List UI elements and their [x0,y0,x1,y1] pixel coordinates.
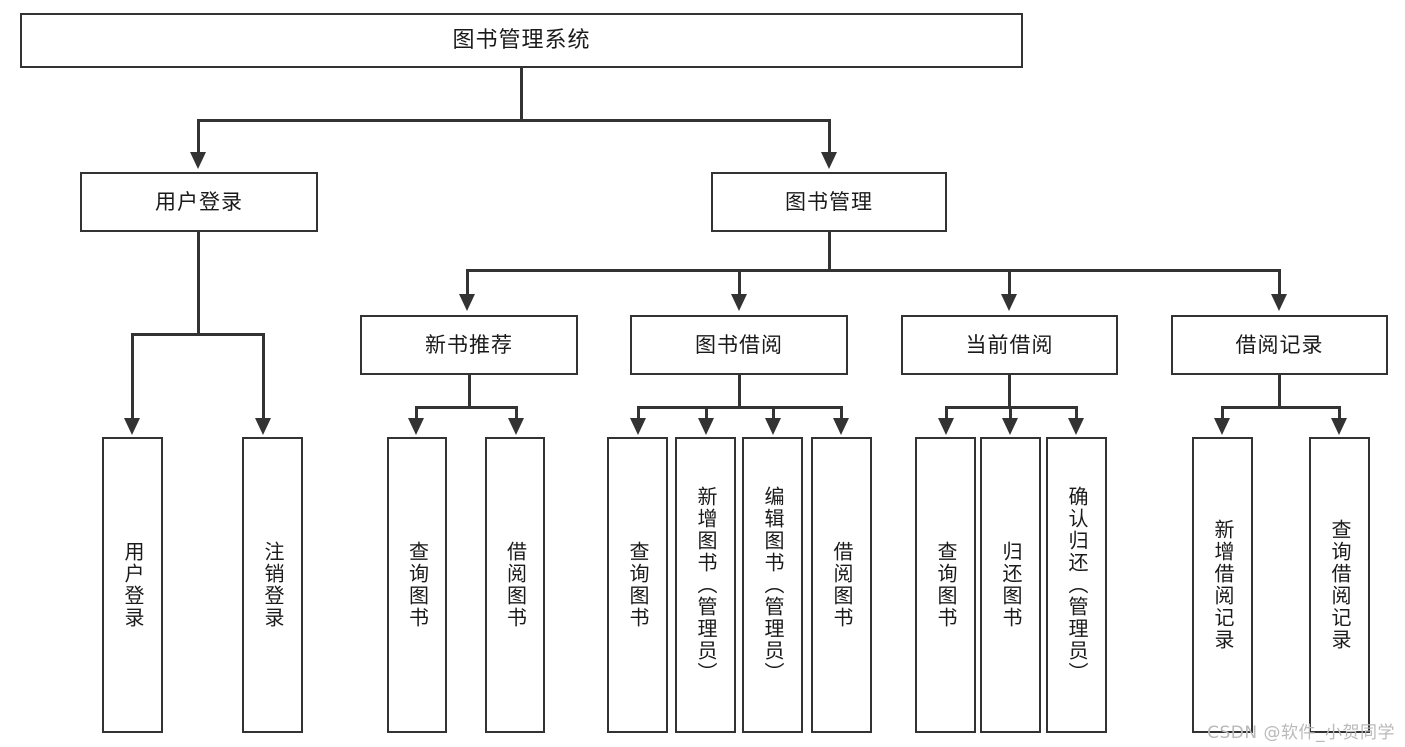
connector-user-login-drop-1 [131,333,134,420]
arrow-to-cb-leaf-3 [1068,418,1084,435]
leaf-label: 借阅图书 [503,541,528,629]
leaf-label: 注销登录 [261,541,285,629]
leaf-query-borrow-record[interactable]: 查询借阅记录 [1309,437,1370,733]
node-user-login[interactable]: 用户登录 [80,172,318,232]
arrow-to-borrow-records [1271,294,1287,311]
arrow-to-current-borrow [1001,294,1017,311]
connector-root-bus [197,119,831,122]
arrow-to-rc-leaf-2 [1331,418,1347,435]
connector-book-management-bus [466,269,1280,272]
connector-book-borrow-bus [637,406,842,409]
leaf-query-book-new[interactable]: 查询图书 [387,437,447,733]
node-label: 当前借阅 [965,332,1054,357]
arrow-to-bb-leaf-4 [833,418,849,435]
connector-root-drop-right [828,119,831,154]
node-book-management[interactable]: 图书管理 [711,172,947,232]
arrow-to-new-book [459,294,475,311]
connector-bb-drop-4 [840,406,843,420]
leaf-label: 新增借阅记录 [1211,519,1235,651]
arrow-to-nb-leaf-1 [408,418,424,435]
leaf-query-book-borrow[interactable]: 查询图书 [607,437,668,733]
leaf-label: 编辑图书（管理员） [761,486,785,684]
connector-bb-drop-3 [772,406,775,420]
connector-nb-drop-2 [515,406,518,420]
leaf-label: 查询图书 [405,541,430,629]
node-label: 用户登录 [155,189,243,214]
leaf-borrow-book[interactable]: 借阅图书 [811,437,872,733]
arrow-to-rc-leaf-1 [1214,418,1230,435]
connector-rc-drop-2 [1338,406,1341,420]
connector-cb-drop-1 [945,406,948,420]
connector-user-login-stem [197,232,200,335]
connector-user-login-bus [131,333,264,336]
leaf-label: 归还图书 [999,541,1023,629]
leaf-add-book-admin[interactable]: 新增图书（管理员） [675,437,736,733]
leaf-return-book[interactable]: 归还图书 [980,437,1041,733]
arrow-to-leaf-user-login [124,418,140,435]
connector-user-login-drop-2 [262,333,265,420]
leaf-label: 查询图书 [934,541,958,629]
connector-cb-drop-2 [1009,406,1012,420]
arrow-to-user-login [190,152,206,169]
node-label: 新书推荐 [425,332,513,357]
leaf-label: 新增图书（管理员） [694,486,718,684]
arrow-to-bb-leaf-3 [765,418,781,435]
connector-bb-drop-2 [705,406,708,420]
leaf-query-book-current[interactable]: 查询图书 [915,437,976,733]
connector-book-management-stem [828,232,831,271]
connector-bb-drop-1 [637,406,640,420]
arrow-to-nb-leaf-2 [508,418,524,435]
connector-rc-drop-1 [1221,406,1224,420]
connector-cb-drop-3 [1075,406,1078,420]
leaf-confirm-return-admin[interactable]: 确认归还（管理员） [1046,437,1107,733]
connector-new-book-bus [415,406,517,409]
leaf-label: 用户登录 [121,541,145,629]
connector-book-borrow-stem [738,375,741,408]
connector-bm-drop-4 [1278,269,1281,296]
arrow-to-book-manage [821,152,837,169]
arrow-to-cb-leaf-2 [1002,418,1018,435]
node-borrow-records[interactable]: 借阅记录 [1171,315,1388,375]
node-label: 图书借阅 [695,332,783,357]
leaf-label: 查询借阅记录 [1328,519,1352,651]
connector-nb-drop-1 [415,406,418,420]
node-current-borrow[interactable]: 当前借阅 [901,315,1118,375]
leaf-user-login[interactable]: 用户登录 [102,437,163,733]
arrow-to-cb-leaf-1 [938,418,954,435]
node-new-book-recommend[interactable]: 新书推荐 [360,315,578,375]
connector-bm-drop-2 [738,269,741,296]
arrow-to-leaf-logout [255,418,271,435]
connector-new-book-stem [468,375,471,408]
leaf-logout[interactable]: 注销登录 [242,437,303,733]
node-label: 图书管理系统 [452,27,591,53]
node-root-system[interactable]: 图书管理系统 [20,13,1023,68]
connector-bm-drop-1 [466,269,469,296]
leaf-add-borrow-record[interactable]: 新增借阅记录 [1192,437,1253,733]
connector-current-borrow-stem [1008,375,1011,408]
leaf-label: 借阅图书 [830,541,854,629]
leaf-label: 查询图书 [626,541,650,629]
node-label: 借阅记录 [1235,332,1324,357]
arrow-to-book-borrow [731,294,747,311]
connector-bm-drop-3 [1008,269,1011,296]
connector-root-stem [520,68,523,121]
leaf-borrow-book-new[interactable]: 借阅图书 [485,437,545,733]
node-book-borrow[interactable]: 图书借阅 [630,315,848,375]
connector-records-stem [1278,375,1281,408]
leaf-edit-book-admin[interactable]: 编辑图书（管理员） [742,437,803,733]
connector-root-drop-left [197,119,200,154]
connector-records-bus [1221,406,1340,409]
leaf-label: 确认归还（管理员） [1065,486,1089,684]
arrow-to-bb-leaf-1 [630,418,646,435]
arrow-to-bb-leaf-2 [698,418,714,435]
node-label: 图书管理 [785,189,873,214]
